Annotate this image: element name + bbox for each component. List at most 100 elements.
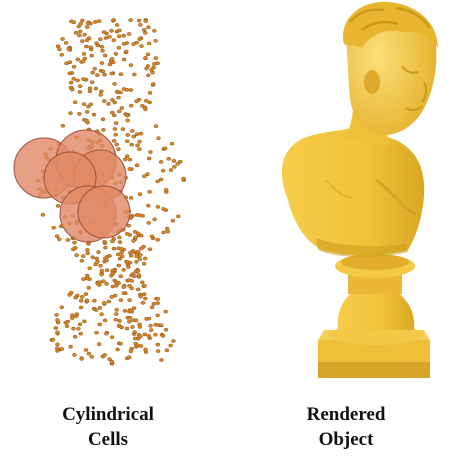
point-cloud-point — [56, 45, 60, 48]
point-cloud-point — [129, 19, 133, 22]
point-cloud-point — [60, 347, 64, 350]
point-cloud-point — [107, 300, 111, 303]
point-cloud-point — [60, 306, 64, 309]
point-cloud-point — [120, 247, 124, 250]
point-cloud-point — [115, 90, 119, 93]
point-cloud-point — [54, 327, 58, 330]
point-cloud-point — [138, 23, 142, 26]
point-cloud-point — [64, 41, 68, 44]
point-cloud-point — [110, 29, 114, 32]
point-cloud-point — [80, 259, 84, 262]
point-cloud-point — [139, 132, 143, 135]
point-cloud-point — [69, 291, 73, 294]
point-cloud-point — [126, 133, 130, 136]
point-cloud-point — [83, 33, 87, 36]
point-cloud-point — [147, 317, 151, 320]
point-cloud-point — [152, 302, 156, 305]
point-cloud-point — [129, 104, 133, 107]
point-cloud-point — [90, 355, 94, 358]
point-cloud-point — [138, 214, 142, 217]
point-cloud-point — [140, 44, 144, 47]
point-cloud-point — [86, 252, 90, 255]
point-cloud-point — [144, 56, 148, 59]
point-cloud-point — [85, 110, 89, 113]
point-cloud-point — [98, 323, 102, 326]
point-cloud-point — [71, 248, 75, 251]
point-cloud-point — [90, 81, 94, 84]
point-cloud-point — [113, 294, 117, 297]
point-cloud-point — [73, 101, 77, 104]
point-cloud-point — [112, 139, 116, 142]
point-cloud-point — [74, 296, 78, 299]
point-cloud-point — [125, 155, 129, 158]
point-cloud-point — [132, 307, 136, 310]
point-cloud-point — [93, 67, 97, 70]
point-cloud-point — [120, 251, 124, 254]
point-cloud-point — [156, 314, 160, 317]
point-cloud-point — [75, 254, 79, 257]
point-cloud-point — [143, 284, 147, 287]
caption-right-line2: Object — [246, 427, 446, 452]
point-cloud-point — [118, 319, 122, 322]
point-cloud-point — [101, 128, 105, 131]
point-cloud-point — [99, 264, 103, 267]
point-cloud-point — [135, 164, 139, 167]
point-cloud-point — [122, 34, 126, 37]
point-cloud-point — [156, 343, 160, 346]
point-cloud-point — [77, 112, 81, 115]
point-cloud-point — [77, 34, 81, 37]
point-cloud-point — [114, 281, 118, 284]
point-cloud-point — [164, 328, 168, 331]
point-cloud-point — [126, 265, 130, 268]
bust-head — [343, 2, 438, 135]
point-cloud-point — [110, 57, 114, 60]
point-cloud-point — [148, 190, 152, 193]
point-cloud-point — [85, 25, 89, 28]
point-cloud-point — [101, 118, 105, 121]
point-cloud-point — [114, 312, 118, 315]
point-cloud-point — [110, 111, 114, 114]
point-cloud-point — [74, 31, 78, 34]
point-cloud-point — [95, 74, 99, 77]
point-cloud-point — [61, 37, 65, 40]
point-cloud-point — [147, 221, 151, 224]
point-cloud-point — [135, 255, 139, 258]
point-cloud-point — [71, 327, 75, 330]
point-cloud-point — [89, 46, 93, 49]
point-cloud-point — [93, 20, 97, 23]
point-cloud-point — [127, 320, 131, 323]
point-cloud-point — [84, 348, 88, 351]
point-cloud-point — [100, 269, 104, 272]
point-cloud-point — [154, 323, 158, 326]
point-cloud-point — [156, 302, 160, 305]
point-cloud-point — [75, 313, 79, 316]
point-cloud-point — [111, 272, 115, 275]
point-cloud-point — [95, 260, 99, 263]
point-cloud-point — [99, 93, 103, 96]
point-cloud-point — [96, 282, 100, 285]
point-cloud-point — [129, 64, 133, 67]
point-cloud-point — [115, 308, 119, 311]
point-cloud-point — [132, 275, 136, 278]
point-cloud-point — [127, 356, 131, 359]
point-cloud-point — [148, 150, 152, 153]
point-cloud-point — [76, 79, 80, 82]
point-cloud-point — [105, 259, 109, 262]
point-cloud-point — [95, 257, 99, 260]
point-cloud-point — [106, 102, 110, 105]
point-cloud-point — [120, 106, 124, 109]
point-cloud-point — [136, 288, 140, 291]
point-cloud-point — [81, 60, 85, 63]
point-cloud-point — [115, 143, 119, 146]
point-cloud-point — [171, 219, 175, 222]
point-cloud-point — [169, 168, 173, 171]
point-cloud-point — [101, 70, 105, 73]
point-cloud-point — [76, 327, 80, 330]
point-cloud-point — [128, 284, 132, 287]
point-cloud-point — [68, 61, 72, 64]
point-cloud-point — [81, 78, 85, 81]
point-cloud-point — [118, 241, 122, 244]
rendered-object-panel — [226, 0, 452, 395]
point-cloud-point — [136, 344, 140, 347]
point-cloud-point — [135, 260, 139, 263]
